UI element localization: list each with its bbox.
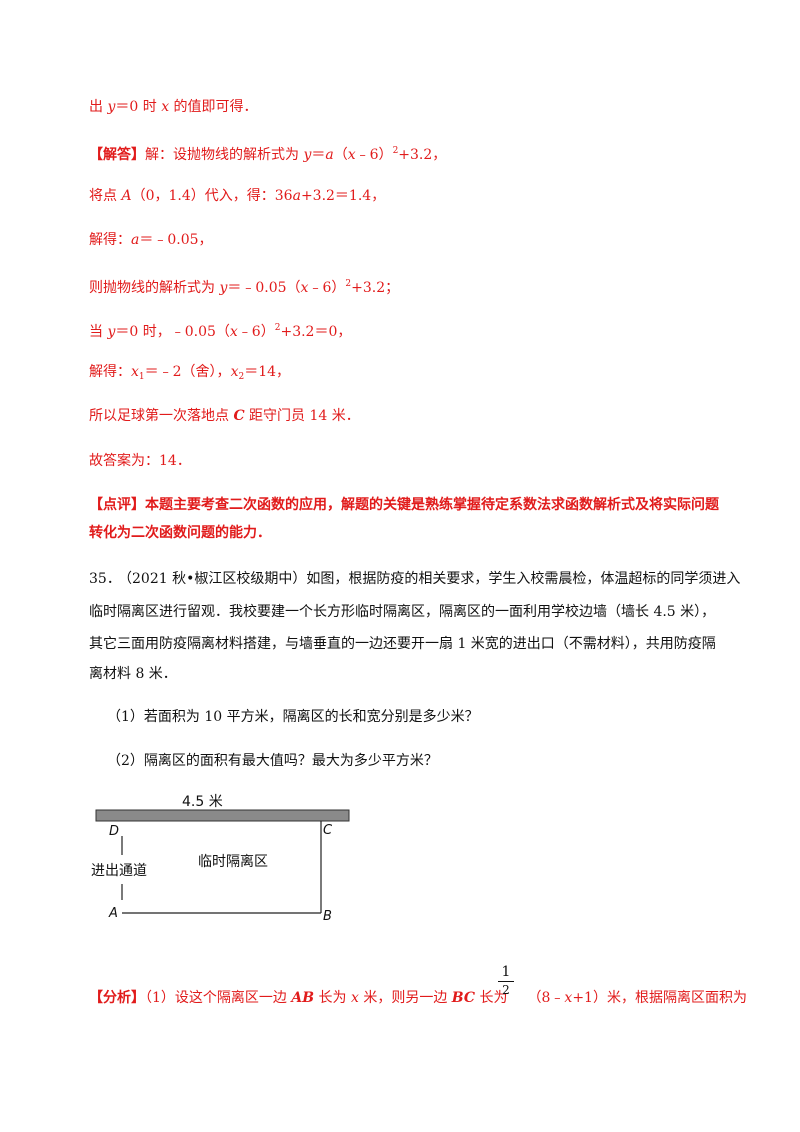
wall-length-label: 4.5 米 [182, 794, 223, 810]
analysis-line: 【分析】（1）设这个隔离区一边 AB 长为 x 米，则另一边 BC 长为（8﹣x… [89, 990, 747, 1006]
question-part-1: （1）若面积为 10 平方米，隔离区的长和宽分别是多少米？ [107, 709, 479, 725]
solution-line-1: 出 y＝0 时 x 的值即可得． [89, 99, 258, 115]
question-line-1: （2021 秋•椒江区校级期中）如图，根据防疫的相关要求，学生入校需晨检，体温超… [118, 571, 741, 587]
solution-line-3: 将点 A（0，1.4）代入，得：36a+3.2＝1.4， [89, 188, 386, 204]
point-b-label: B [323, 909, 332, 924]
isolation-area-label: 临时隔离区 [198, 853, 268, 870]
comment-line-2: 转化为二次函数问题的能力． [89, 525, 271, 541]
point-d-label: D [109, 824, 119, 839]
question-line-3: 其它三面用防疫隔离材料搭建，与墙垂直的一边还要开一扇 1 米宽的进出口（不需材料… [89, 636, 716, 652]
comment-line-1: 【点评】本题主要考查二次函数的应用，解题的关键是熟练掌握待定系数法求函数解析式及… [89, 497, 719, 513]
fraction-one-half: 1 2 [498, 964, 514, 998]
point-c-label: C [323, 823, 333, 838]
question-number: 35． [89, 571, 121, 587]
question-line-2: 临时隔离区进行留观．我校要建一个长方形临时隔离区，隔离区的一面利用学校边墙（墙长… [89, 604, 716, 620]
fraction-numerator: 1 [498, 964, 514, 982]
solution-line-9: 故答案为：14． [89, 453, 191, 469]
solution-line-2: 【解答】解：设抛物线的解析式为 y＝a（x﹣6）2+3.2， [89, 146, 447, 163]
solution-line-8: 所以足球第一次落地点 C 距守门员 14 米． [89, 408, 360, 424]
question-line-4: 离材料 8 米． [89, 666, 177, 682]
solution-line-5: 则抛物线的解析式为 y＝﹣0.05（x﹣6）2+3.2； [89, 279, 400, 296]
answer-tag: 【解答】 [89, 147, 145, 163]
solution-line-6: 当 y＝0 时，﹣0.05（x﹣6）2+3.2＝0， [89, 323, 352, 340]
fraction-denominator: 2 [502, 983, 510, 997]
solution-line-4: 解得：a＝﹣0.05， [89, 232, 213, 248]
solution-line-7: 解得：x1＝﹣2（舍），x2＝14， [89, 364, 291, 382]
analysis-tag: 【分析】 [89, 990, 145, 1006]
entrance-label: 进出通道 [91, 863, 147, 879]
question-part-2: （2）隔离区的面积有最大值吗？最大为多少平方米？ [107, 753, 438, 769]
point-a-label: A [108, 906, 118, 921]
school-wall [95, 809, 350, 822]
